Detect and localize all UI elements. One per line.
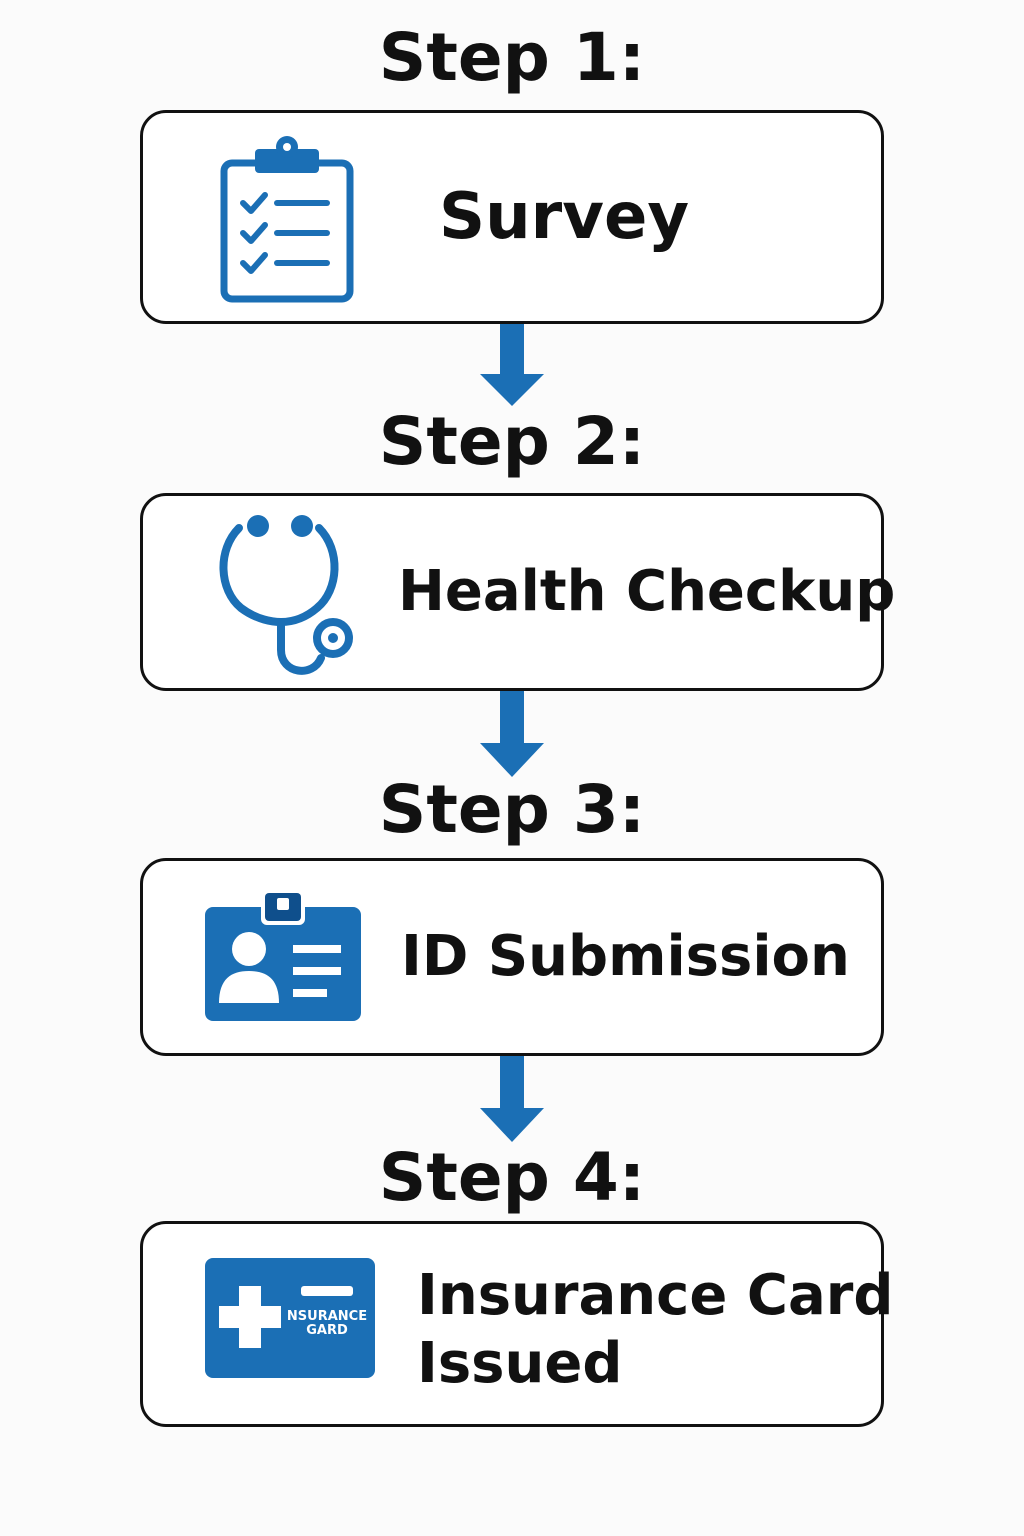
step-1-label: Survey <box>439 180 690 254</box>
insurance-card-icon: NSURANCE GARD <box>205 1258 375 1378</box>
stethoscope-icon <box>219 515 353 675</box>
step-1-box: Survey <box>140 110 884 324</box>
step-3-label: ID Submission <box>401 924 850 989</box>
insurance-card-text-line1: NSURANCE <box>287 1309 367 1324</box>
step-2-title: Step 2: <box>378 403 646 480</box>
step-4-label-line2: Issued <box>417 1331 623 1396</box>
step-3-title: Step 3: <box>378 771 646 848</box>
step-2-box: Health Checkup <box>140 493 895 691</box>
id-badge-icon <box>205 889 361 1021</box>
arrow-down-icon <box>480 691 544 777</box>
insurance-card-text-line2: GARD <box>306 1323 348 1338</box>
step-3-box: ID Submission <box>140 858 884 1056</box>
step-4-label-line1: Insurance Card <box>417 1263 894 1328</box>
step-1-title: Step 1: <box>378 19 646 96</box>
arrow-down-icon <box>480 1056 544 1142</box>
clipboard-checklist-icon <box>220 136 354 303</box>
arrow-down-icon <box>480 324 544 406</box>
step-4-title: Step 4: <box>378 1139 646 1216</box>
step-2-label: Health Checkup <box>398 559 896 624</box>
step-4-box: NSURANCE GARD Insurance Card Issued <box>140 1221 893 1427</box>
